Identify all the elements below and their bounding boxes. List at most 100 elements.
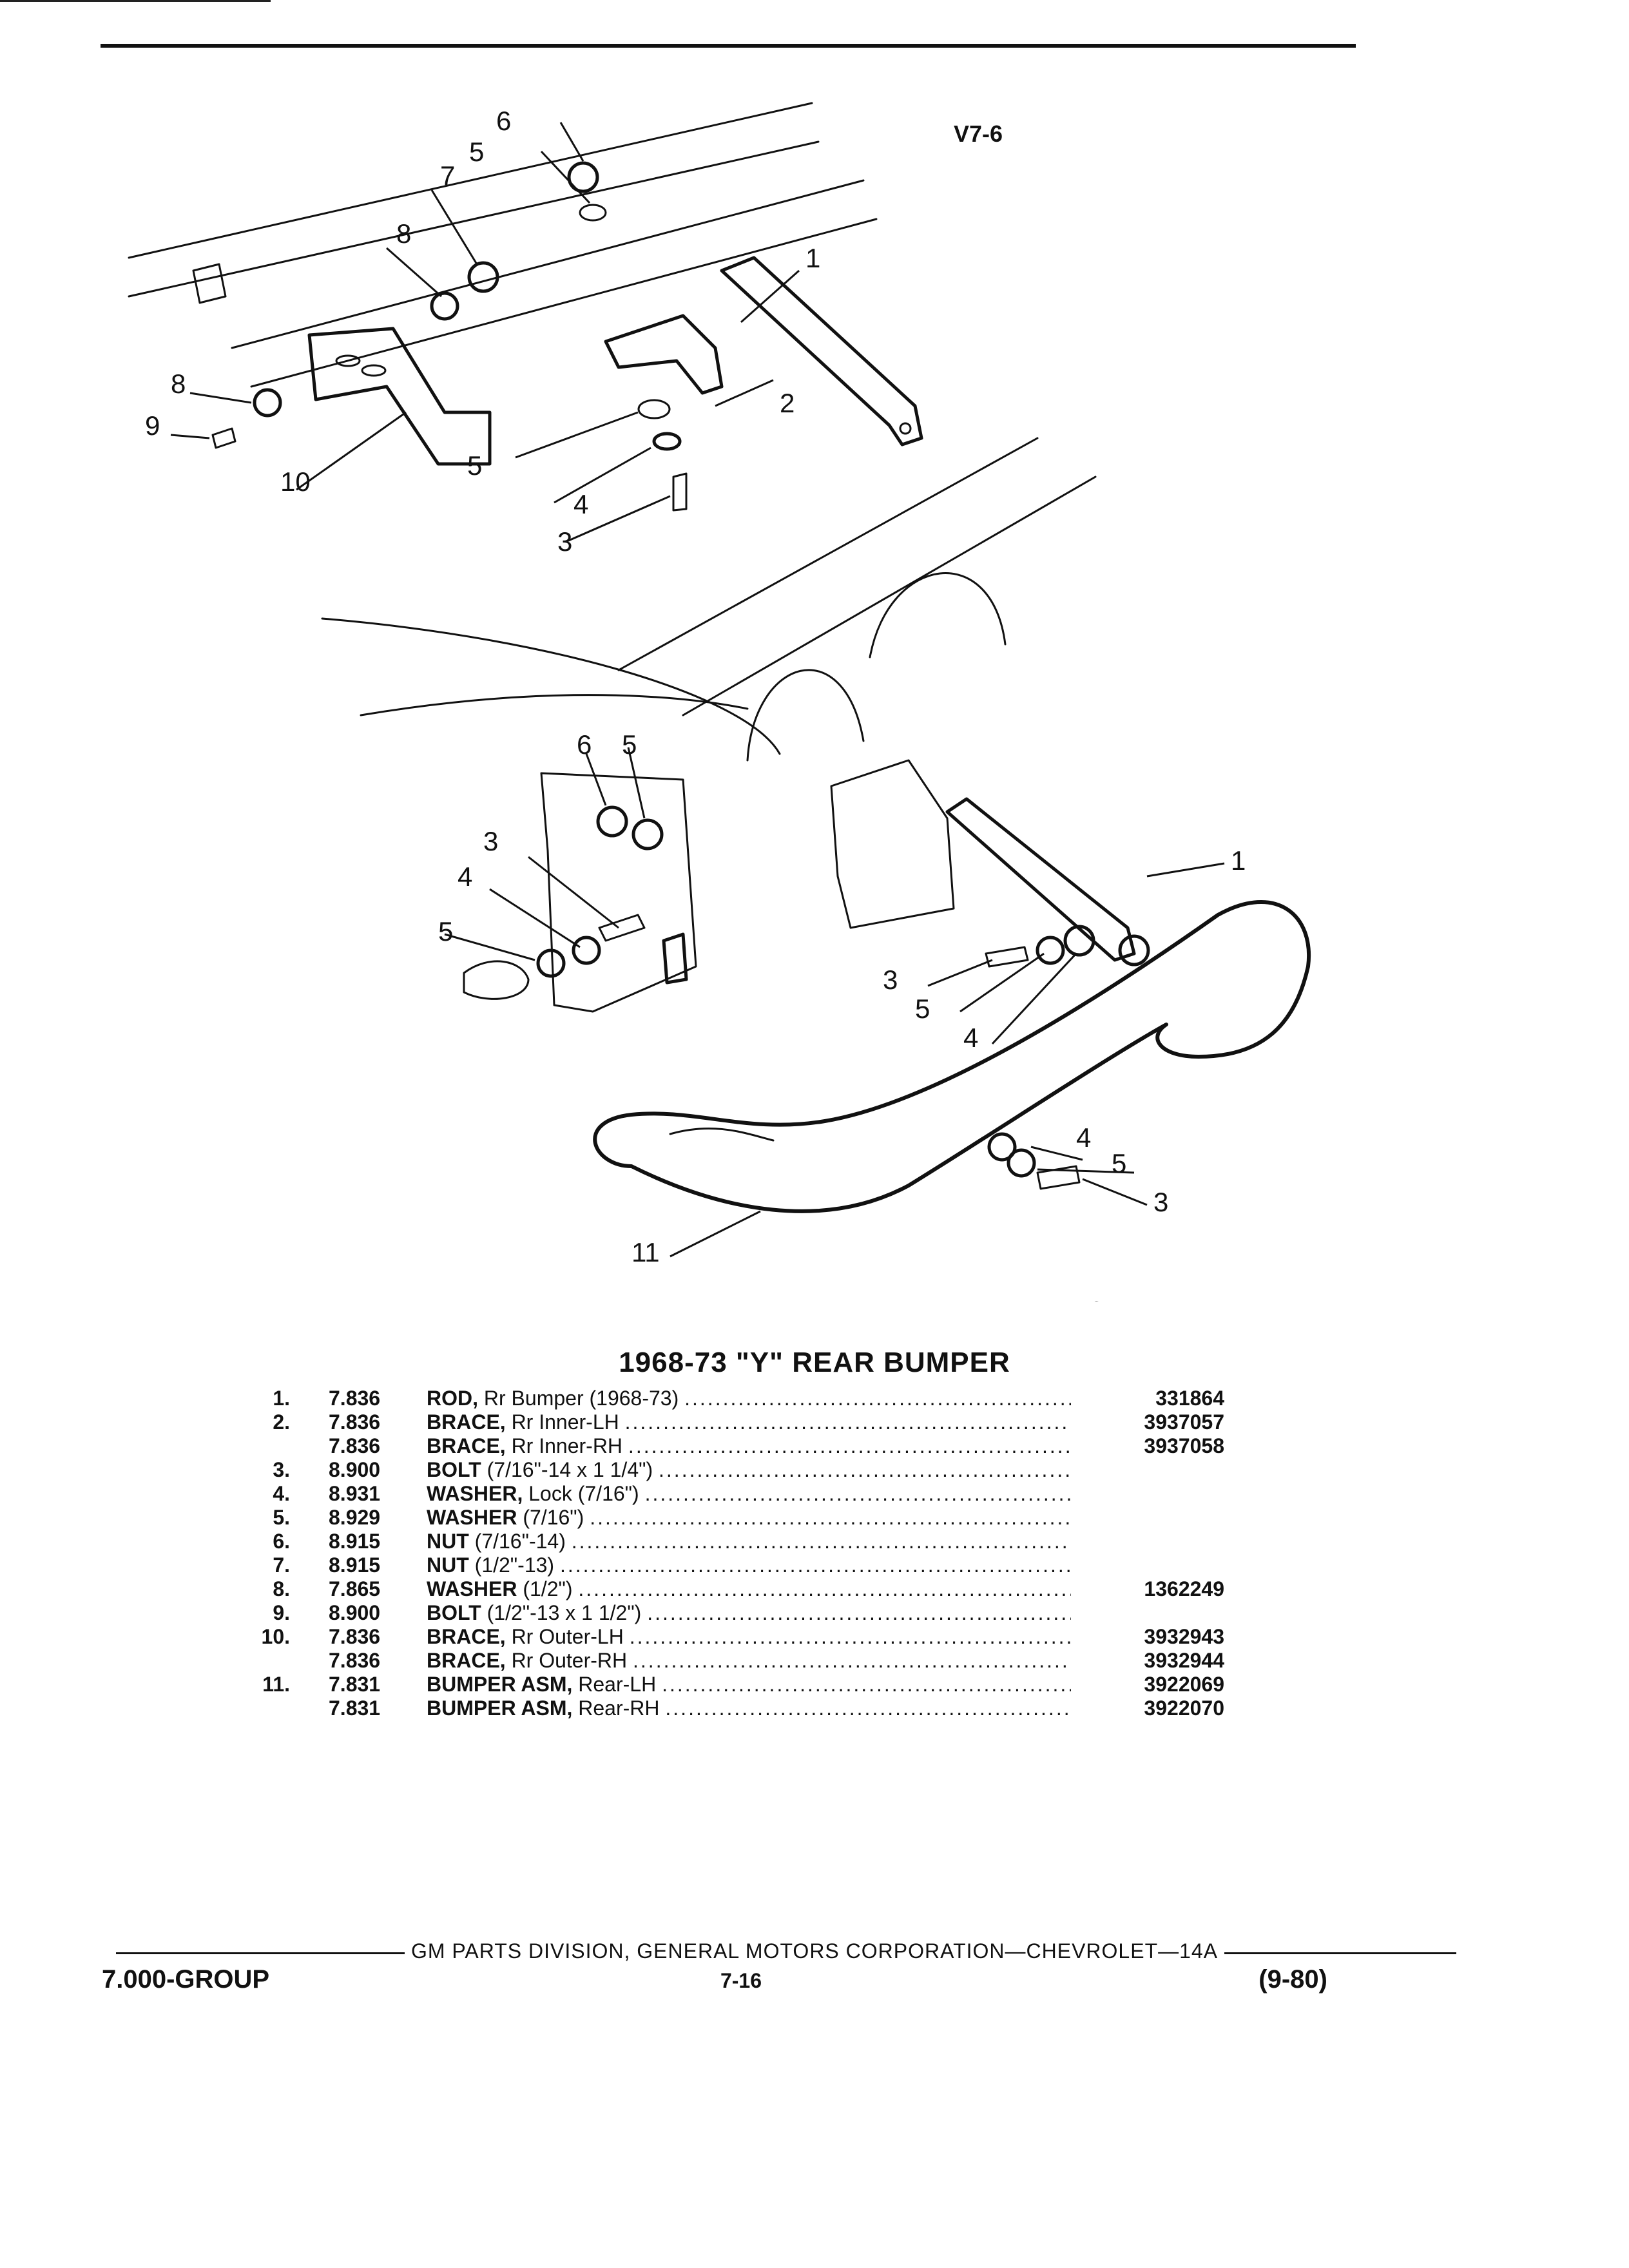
item-number: 9. [273,1601,290,1624]
leader-dots: ........................................… [559,1553,1071,1577]
diagram-code-bottom: V7-6 [1054,1296,1103,1302]
parts-row: 1. 7.836 ROD, Rr Bumper (1968-73) ........… [245,1387,1224,1410]
outer-brace [307,327,492,466]
leader-dots: ........................................… [633,1649,1071,1672]
group-number: 8.900 [329,1458,381,1481]
group-number: 8.929 [329,1506,381,1529]
leader-dots: ........................................… [662,1673,1071,1696]
leader-dots: ........................................… [628,1434,1071,1457]
top-left-rule [0,0,271,2]
leader-dots: ........................................… [644,1482,1071,1505]
leader-line [515,411,639,459]
leader-line [528,856,619,929]
leader-line [386,247,442,298]
callout: 3 [883,965,898,995]
lamp-outline [463,960,530,1000]
washer [1007,1148,1036,1178]
leader-line [566,495,671,543]
part-spec: Lock (7/16") [528,1482,639,1505]
part-name: BOLT [427,1601,481,1624]
part-name: WASHER [427,1506,517,1529]
callout: 5 [469,137,484,167]
bolt [211,427,236,449]
leader-line [1030,1146,1083,1161]
bolt [598,914,646,942]
callout: 8 [396,218,411,249]
wheel-arch [869,572,1007,658]
leader-line [1082,1178,1148,1206]
washer [579,204,607,222]
part-name: WASHER, [427,1482,523,1505]
bolt [1036,1165,1081,1190]
parts-row: 7.836 BRACE, Rr Inner-RH ................… [245,1434,1224,1458]
part-name: BOLT [427,1458,481,1481]
part-description: BUMPER ASM, Rear-RH ....................… [427,1696,1071,1720]
callout: 5 [622,729,637,760]
leader-line [444,933,535,961]
part-spec: (7/16"-14 x 1 1/4") [487,1458,653,1481]
bumper-rod [945,797,1136,962]
part-name: NUT [427,1553,469,1577]
group-number: 7.836 [329,1434,381,1457]
bracket-panel [540,772,697,1013]
callout: 11 [631,1237,660,1267]
bolt [985,946,1029,968]
part-number: 3932944 [1144,1649,1224,1672]
part-description: BRACE, Rr Outer-RH .....................… [427,1649,1071,1673]
part-name: BUMPER ASM, [427,1673,573,1696]
part-spec: Rr Inner-LH [511,1410,619,1434]
group-number: 8.915 [329,1530,381,1553]
part-name: ROD, [427,1387,478,1410]
part-spec: (1/2"-13) [474,1553,555,1577]
frame-rail-line [231,179,865,349]
part-spec: (7/16"-14) [474,1530,566,1553]
leader-line [430,189,478,265]
part-number: 1362249 [1144,1577,1224,1600]
diagram-code-top: V7-6 [954,120,1003,147]
callout: 1 [805,243,820,273]
part-spec: (7/16") [523,1506,584,1529]
part-spec: Rr Outer-LH [511,1625,624,1648]
leader-dots: ........................................… [629,1625,1071,1648]
nut [467,261,499,293]
part-spec: (1/2"-13 x 1 1/2") [487,1601,642,1624]
leader-line [170,434,210,439]
part-number: 3937057 [1144,1410,1224,1434]
leader-line [489,888,581,948]
leader-line [991,952,1077,1045]
item-number: 5. [273,1506,290,1529]
callout: 6 [496,106,511,136]
callout: 5 [467,450,482,481]
part-description: BUMPER ASM, Rear-LH ....................… [427,1673,1071,1696]
callout: 10 [280,466,311,497]
part-description: ROD, Rr Bumper (1968-73) ...............… [427,1387,1071,1410]
leader-line [740,269,800,323]
group-number: 7.836 [329,1387,381,1410]
frame-rail-line [250,218,878,388]
callout: 5 [915,994,930,1024]
callout: 4 [458,861,472,892]
callout: 6 [577,729,592,760]
callout: 1 [1231,845,1246,876]
part-name: BRACE, [427,1649,506,1672]
washer [253,388,282,418]
group-number: 8.900 [329,1601,381,1624]
part-description: NUT (7/16"-14) .........................… [427,1530,1071,1553]
item-number: 1. [273,1387,290,1410]
part-number: 3922069 [1144,1673,1224,1696]
part-name: BUMPER ASM, [427,1696,573,1720]
leader-line [959,952,1045,1013]
part-spec: Rr Inner-RH [511,1434,623,1457]
leader-line [627,747,646,819]
part-name: BRACE, [427,1434,506,1457]
section-title: 1968-73 "Y" REAR BUMPER [619,1347,1010,1378]
leader-dots: ........................................… [624,1410,1071,1434]
washer [1118,934,1150,966]
leader-dots: ........................................… [590,1506,1071,1529]
callout: 4 [1076,1122,1091,1153]
bolt [672,472,688,512]
part-spec: Rear-LH [578,1673,657,1696]
